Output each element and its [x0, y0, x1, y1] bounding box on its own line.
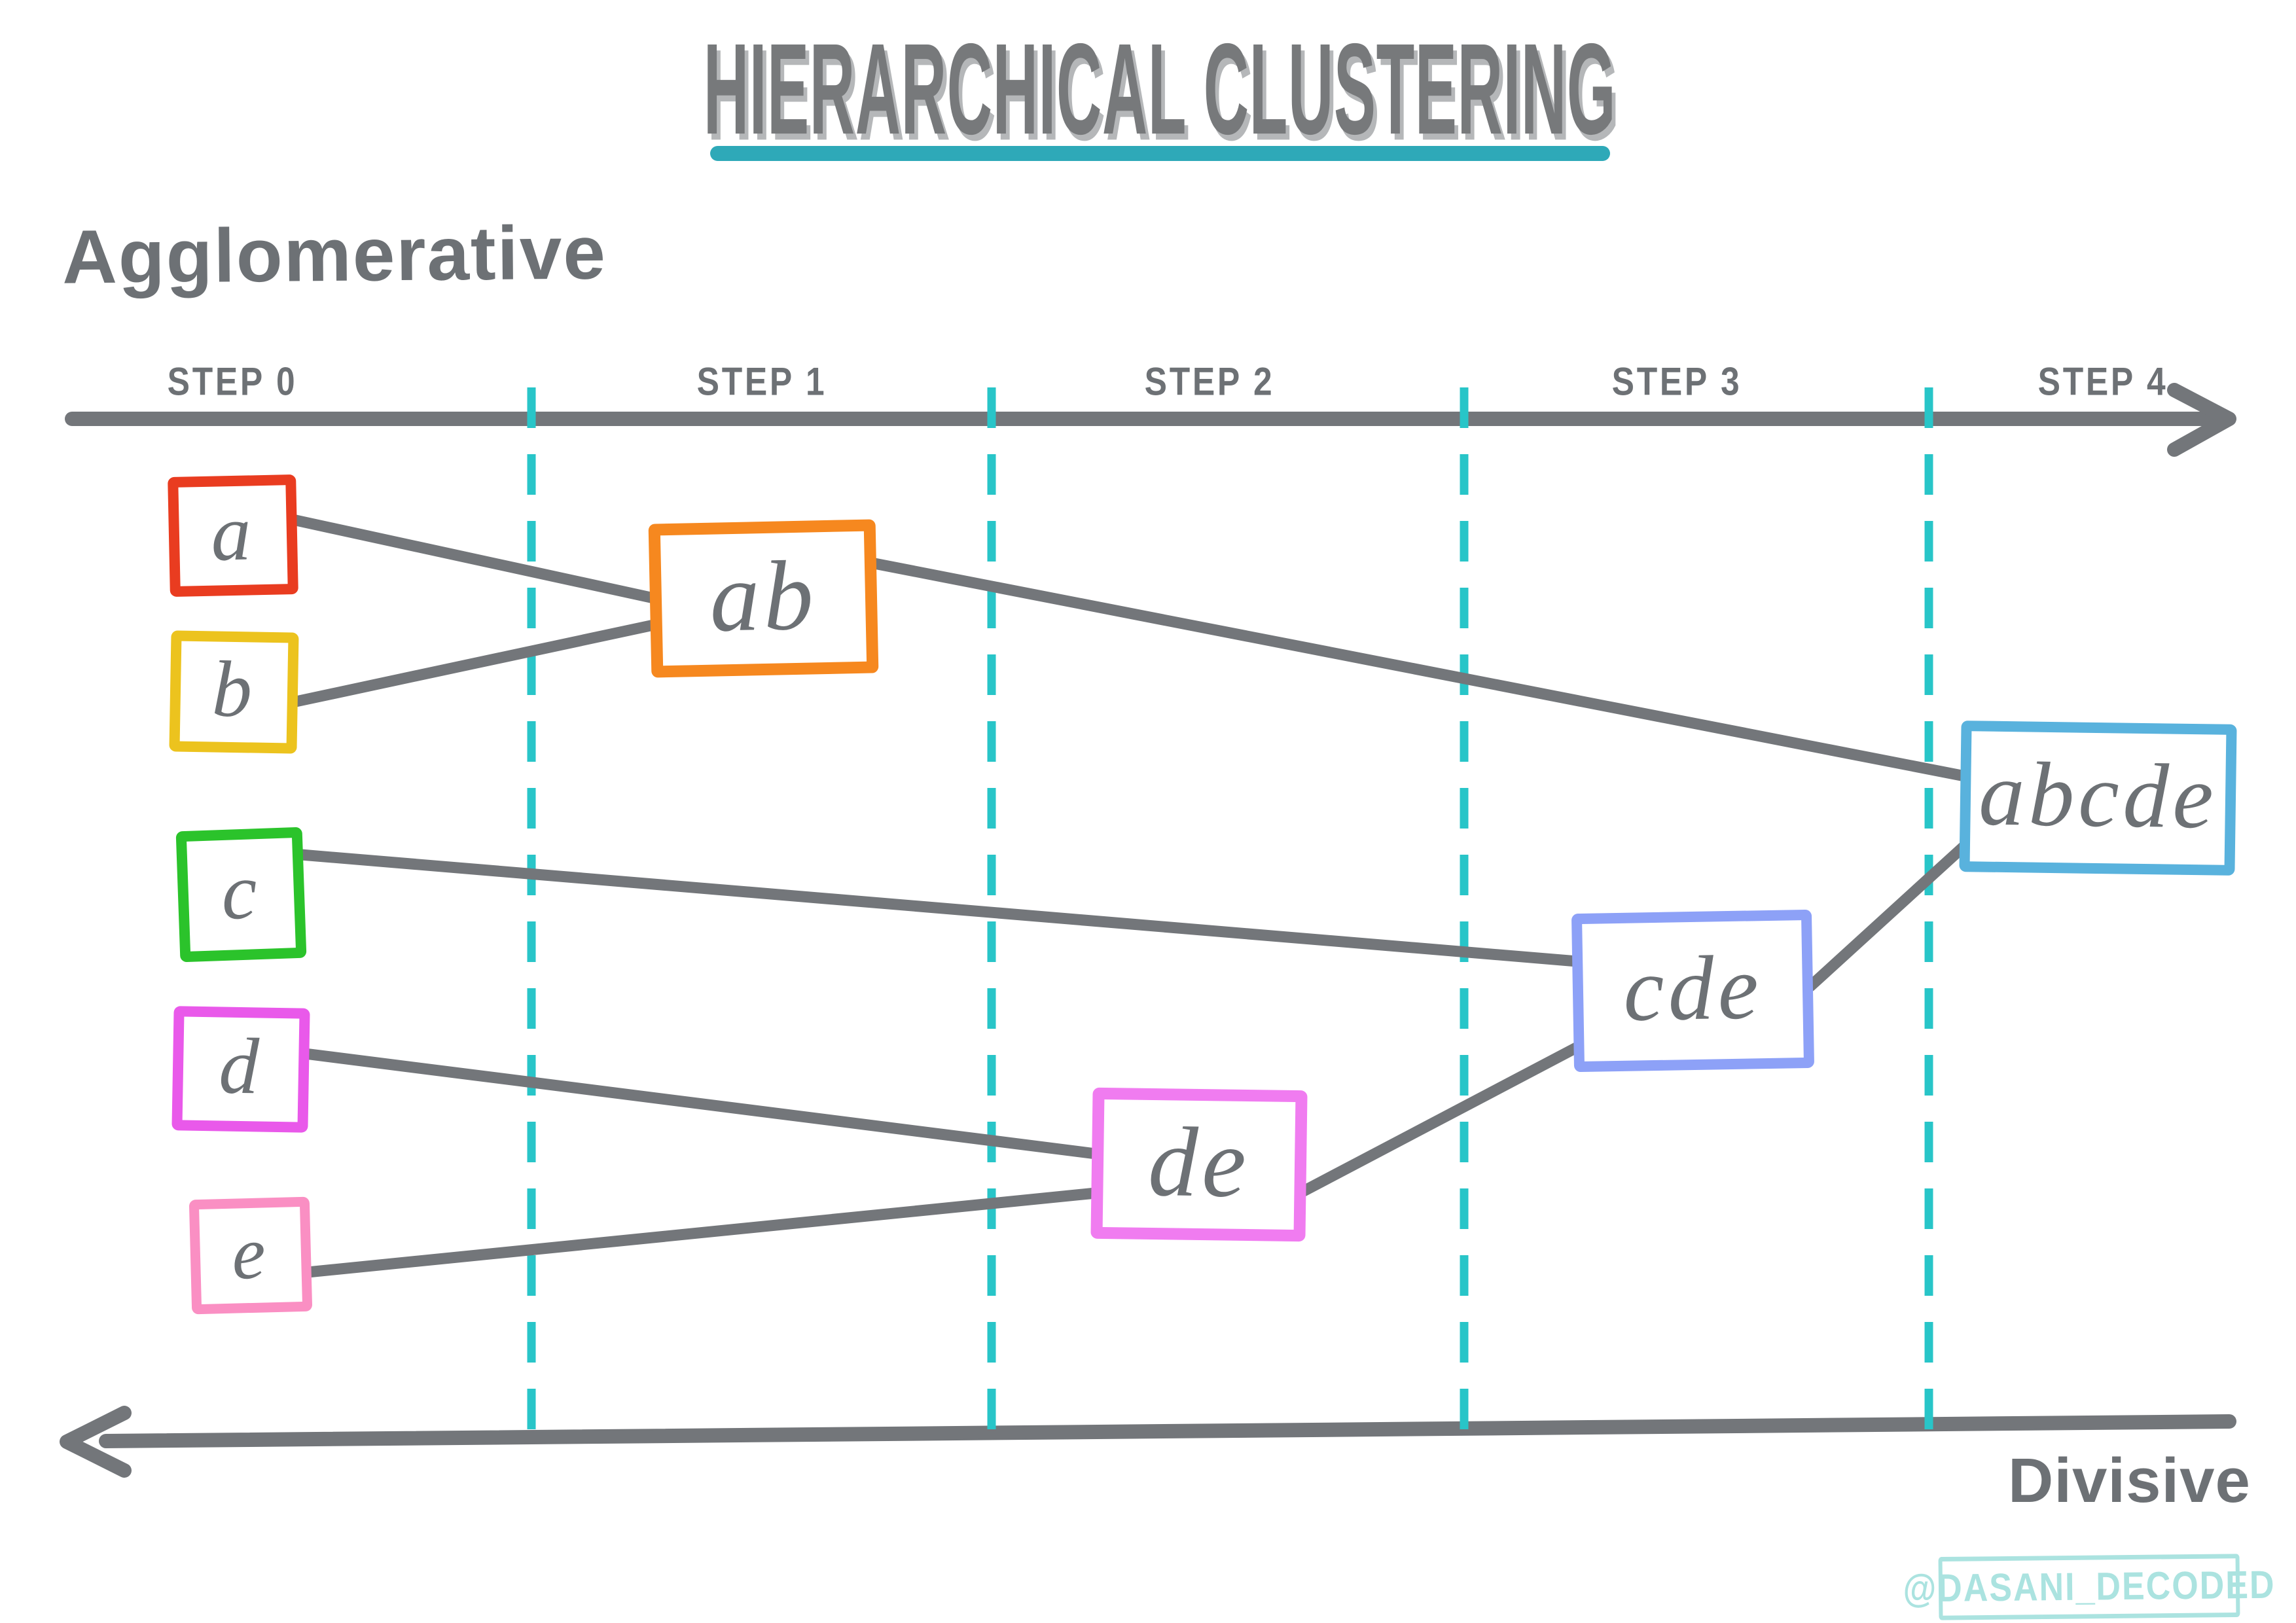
step-label-2: STEP 2: [1144, 359, 1275, 404]
divisive-arrowhead-icon: [60, 1406, 132, 1478]
edge-de-cde: [1297, 1041, 1583, 1198]
step-label-0: STEP 0: [167, 359, 298, 404]
step-label-1: STEP 1: [696, 359, 827, 404]
node-de-label: de: [1147, 1106, 1251, 1218]
edge-cde-abcde: [1804, 840, 1971, 992]
step-label-4: STEP 4: [2037, 359, 2168, 404]
edge-a-ab: [290, 514, 666, 605]
edge-ab-abcde: [869, 558, 1971, 782]
watermark-text: @DASANI_DECODED: [1903, 1563, 2276, 1611]
page-title: HIERARCHICAL CLUSTERING: [703, 16, 1617, 162]
node-c: c: [175, 827, 307, 963]
node-abcde-label: abcde: [1978, 743, 2218, 848]
edge-e-de: [302, 1187, 1102, 1278]
watermark-badge: @DASANI_DECODED: [1903, 1554, 2276, 1620]
node-b-label: b: [211, 644, 257, 734]
node-d: d: [171, 1006, 310, 1133]
divisive-label: Divisive: [2008, 1446, 2251, 1516]
title-underline: [710, 146, 1610, 161]
node-ab: ab: [648, 519, 879, 678]
node-abcde: abcde: [1959, 721, 2237, 876]
timeline-arrowhead-icon: [2167, 383, 2236, 457]
divisive-arrow-line: [99, 1414, 2236, 1448]
node-de: de: [1090, 1087, 1308, 1242]
step-label-3: STEP 3: [1611, 359, 1742, 404]
node-cde: cde: [1571, 909, 1815, 1073]
node-a: a: [168, 474, 298, 597]
node-c-label: c: [219, 846, 262, 937]
node-ab-label: ab: [708, 539, 819, 652]
edge-c-cde: [295, 849, 1583, 967]
node-e-label: e: [230, 1210, 271, 1295]
node-d-label: d: [218, 1022, 264, 1111]
edge-b-ab: [290, 618, 666, 707]
node-e: e: [188, 1196, 313, 1315]
node-a-label: a: [209, 488, 256, 578]
node-b: b: [169, 630, 299, 754]
node-cde-label: cde: [1622, 936, 1763, 1041]
edge-d-de: [299, 1048, 1102, 1160]
